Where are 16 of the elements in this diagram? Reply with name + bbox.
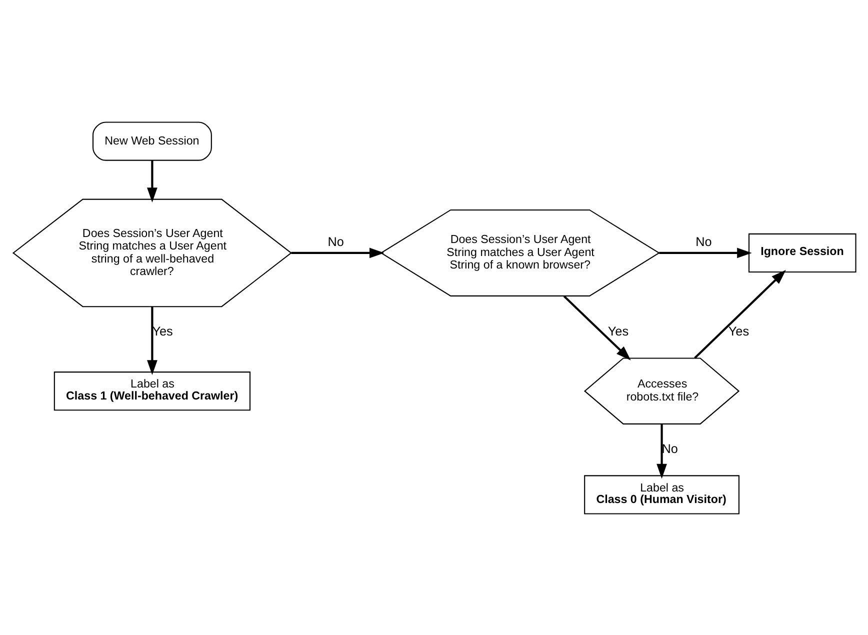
node-box: Label as Class 0 (Human Visitor) [584, 474, 739, 514]
node-box: New Web Session [92, 121, 212, 160]
edge-label: Yes [728, 324, 749, 338]
arrow [146, 306, 157, 374]
arrow [694, 269, 786, 358]
node-box: Ignore Session [748, 232, 856, 272]
arrow [562, 295, 630, 360]
node-box: Label as Class 1 (Well-behaved Crawler) [53, 371, 250, 410]
arrow [290, 247, 384, 258]
arrow [656, 423, 666, 478]
edge-label: No [327, 234, 344, 249]
edge-label: Yes [152, 324, 172, 338]
edge-label: No [695, 234, 712, 249]
edge-label: Yes [607, 324, 628, 338]
arrow [658, 247, 752, 258]
arrow [146, 160, 157, 202]
